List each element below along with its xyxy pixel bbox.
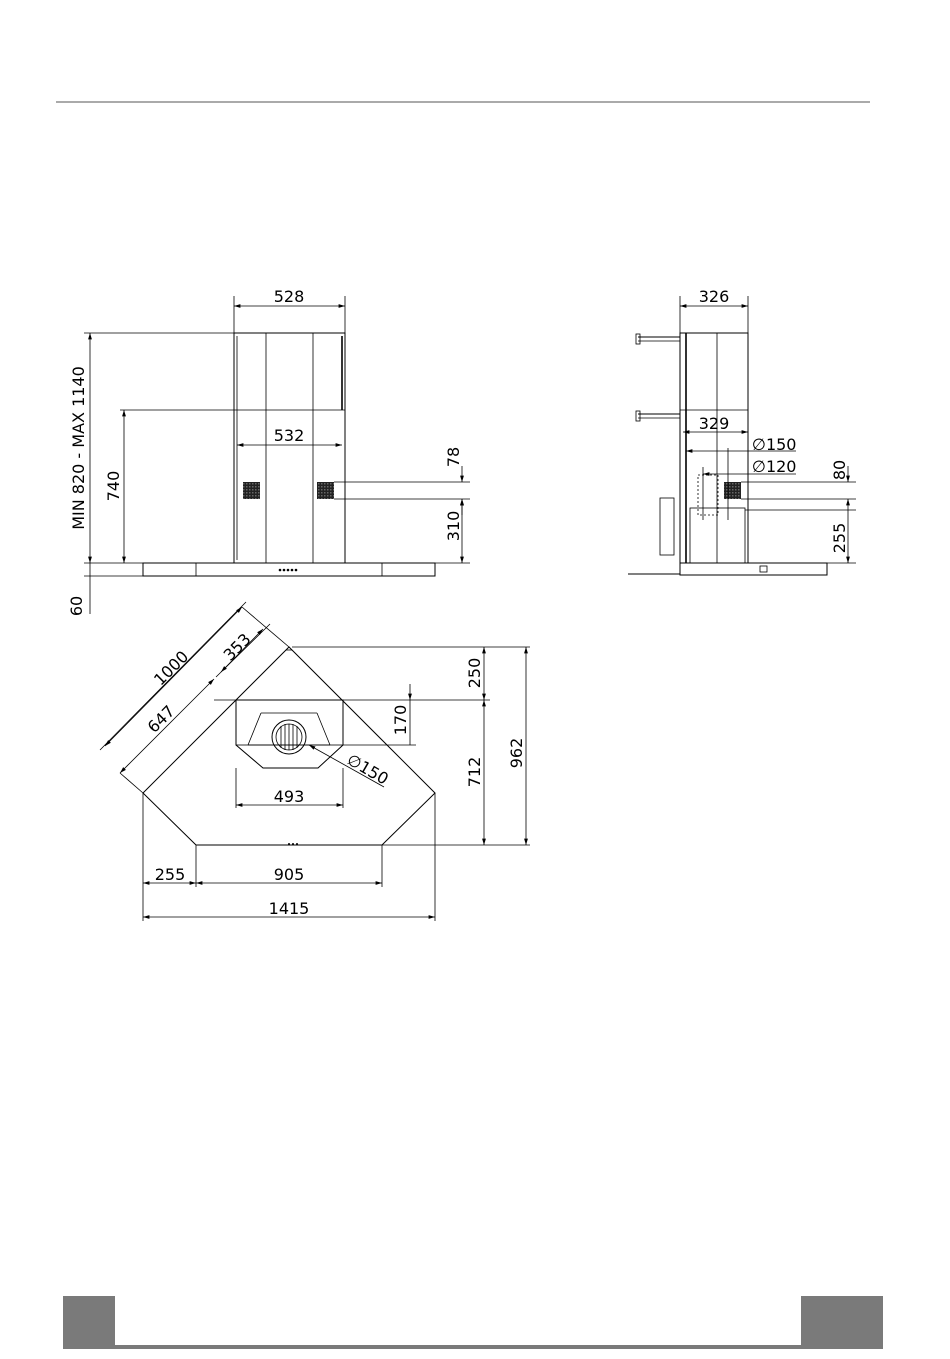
dim-528: 528 [274, 287, 305, 306]
control-buttons [279, 569, 298, 572]
dim-712: 712 [465, 757, 484, 788]
dim-353: 353 [220, 630, 255, 665]
dim-dia-150-side: ∅150 [752, 435, 796, 454]
dim-170: 170 [391, 705, 410, 736]
dim-493: 493 [274, 787, 305, 806]
dim-532: 532 [274, 426, 305, 445]
dim-dia-120-side: ∅120 [752, 457, 796, 476]
dim-905: 905 [274, 865, 305, 884]
dim-740: 740 [104, 471, 123, 502]
side-vent-grille [724, 482, 741, 499]
dim-310: 310 [444, 511, 463, 542]
footer-block-left [63, 1296, 115, 1349]
dim-80: 80 [830, 460, 849, 480]
dim-647: 647 [144, 702, 179, 737]
front-view: 528 532 MIN 820 - MAX 1140 740 60 78 310 [67, 287, 470, 616]
plan-view: 1000 353 647 ∅150 493 250 170 712 962 [100, 602, 530, 921]
dim-962: 962 [507, 738, 526, 769]
dim-255-plan: 255 [155, 865, 186, 884]
dim-60: 60 [67, 596, 86, 616]
dim-326: 326 [699, 287, 730, 306]
vent-grille-right [317, 482, 334, 499]
dim-250: 250 [465, 658, 484, 689]
dim-1415: 1415 [269, 899, 310, 918]
dim-height-range: MIN 820 - MAX 1140 [69, 366, 88, 530]
dim-1000: 1000 [150, 647, 192, 689]
dim-78: 78 [444, 447, 463, 467]
vent-grille-left [243, 482, 260, 499]
dim-329: 329 [699, 414, 730, 433]
dim-255-side: 255 [830, 523, 849, 554]
footer-block-right [801, 1296, 883, 1349]
footer-bar [115, 1345, 801, 1349]
dim-dia-150-plan: ∅150 [344, 750, 392, 789]
side-view: 326 329 ∅150 ∅120 80 255 [628, 287, 856, 575]
